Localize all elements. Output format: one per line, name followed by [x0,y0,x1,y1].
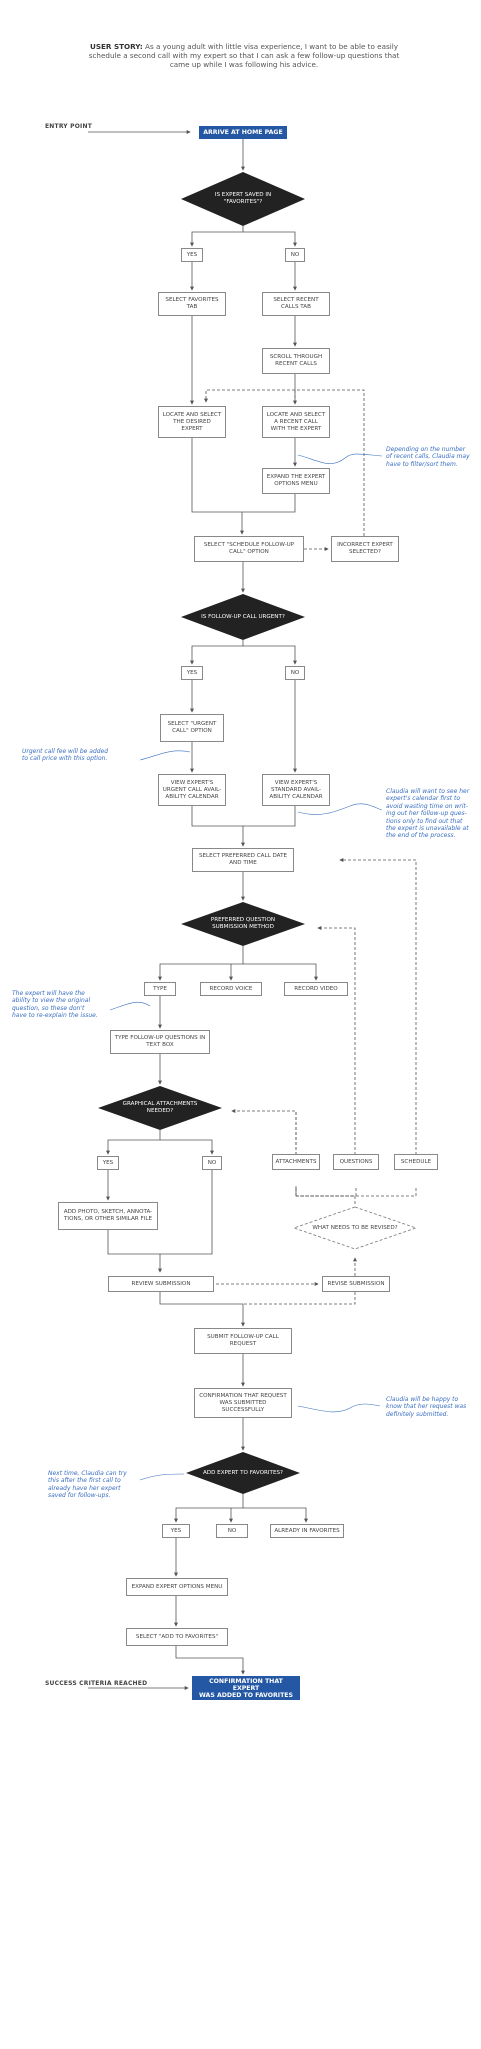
node-no-2: NO [285,666,305,680]
user-story-text: As a young adult with little visa experi… [88,42,400,69]
node-urgent-option: SELECT "URGENT CALL" OPTION [160,714,224,742]
note-original-question: The expert will have the ability to view… [12,990,98,1020]
decision-add-favorites-label: ADD EXPERT TO FAVORITES? [202,1469,284,1476]
node-attachments: ATTACHMENTS [272,1154,320,1170]
node-favorites-tab: SELECT FAVORITES TAB [158,292,226,316]
decision-expert-saved: IS EXPERT SAVED IN "FAVORITES"? [181,172,305,226]
decision-what-to-revise-label: WHAT NEEDS TO BE REVISED? [312,1224,398,1231]
note-calendar: Claudia will want to see her expert's ca… [386,788,470,840]
node-preferred-date: SELECT PREFERRED CALL DATE AND TIME [192,848,294,872]
decision-expert-saved-label: IS EXPERT SAVED IN "FAVORITES"? [214,192,272,205]
node-submit-request: SUBMIT FOLLOW-UP CALL REQUEST [194,1328,292,1354]
node-revise-submission: REVISE SUBMISSION [322,1276,390,1292]
node-confirm-favorites: CONFIRMATION THAT EXPERT WAS ADDED TO FA… [192,1676,300,1700]
node-add-to-favorites: SELECT "ADD TO FAVORITES" [126,1628,228,1646]
user-story-label: USER STORY: [90,42,143,51]
node-type: TYPE [144,982,176,996]
node-already-favorites: ALREADY IN FAVORITES [270,1524,344,1538]
node-locate-recent: LOCATE AND SELECT A RECENT CALL WITH THE… [262,406,330,438]
node-scroll-recent: SCROLL THROUGH RECENT CALLS [262,348,330,374]
node-questions: QUESTIONS [333,1154,379,1170]
node-yes-1: YES [181,248,203,262]
node-record-voice: RECORD VOICE [200,982,262,996]
note-happy: Claudia will be happy to know that her r… [386,1396,467,1418]
node-no-1: NO [285,248,305,262]
node-confirm-request: CONFIRMATION THAT REQUEST WAS SUBMITTED … [194,1388,292,1418]
node-urgent-calendar: VIEW EXPERT'S URGENT CALL AVAIL- ABILITY… [158,774,226,806]
node-no-3: NO [202,1156,222,1170]
node-yes-3: YES [97,1156,119,1170]
node-recent-calls-tab: SELECT RECENT CALLS TAB [262,292,330,316]
node-locate-desired: LOCATE AND SELECT THE DESIRED EXPERT [158,406,226,438]
decision-add-favorites: ADD EXPERT TO FAVORITES? [186,1452,300,1494]
node-add-photo: ADD PHOTO, SKETCH, ANNOTA- TIONS, OR OTH… [58,1202,158,1230]
node-incorrect-expert: INCORRECT EXPERT SELECTED? [331,536,399,562]
node-arrive-home: ARRIVE AT HOME PAGE [199,126,287,139]
note-urgent-fee: Urgent call fee will be added to call pr… [22,748,109,763]
user-story: USER STORY: As a young adult with little… [88,42,400,69]
success-criteria-label: SUCCESS CRITERIA REACHED [45,1680,148,1687]
node-type-questions: TYPE FOLLOW-UP QUESTIONS IN TEXT BOX [110,1030,210,1054]
decision-graphical-attachments: GRAPHICAL ATTACHMENTS NEEDED? [98,1086,222,1130]
node-record-video: RECORD VIDEO [284,982,348,996]
note-recent-calls: Depending on the number of recent calls,… [386,446,470,468]
node-expand-options: EXPAND THE EXPERT OPTIONS MENU [262,468,330,494]
decision-urgent-label: IS FOLLOW-UP CALL URGENT? [201,613,285,620]
decision-submission-method: PREFERRED QUESTION SUBMISSION METHOD [181,902,305,946]
decision-submission-method-label: PREFERRED QUESTION SUBMISSION METHOD [210,917,276,930]
node-review-submission: REVIEW SUBMISSION [108,1276,214,1292]
node-schedule: SCHEDULE [394,1154,438,1170]
decision-what-to-revise: WHAT NEEDS TO BE REVISED? [293,1206,417,1250]
node-schedule-option: SELECT "SCHEDULE FOLLOW-UP CALL" OPTION [194,536,304,562]
node-yes-4: YES [162,1524,190,1538]
note-next-time: Next time, Claudia can try this after th… [48,1470,127,1500]
entry-point-label: ENTRY POINT [45,123,92,130]
node-yes-2: YES [181,666,203,680]
decision-graphical-label: GRAPHICAL ATTACHMENTS NEEDED? [122,1101,198,1114]
node-no-4: NO [216,1524,248,1538]
decision-urgent: IS FOLLOW-UP CALL URGENT? [181,594,305,640]
node-expand-menu: EXPAND EXPERT OPTIONS MENU [126,1578,228,1596]
node-standard-calendar: VIEW EXPERT'S STANDARD AVAIL- ABILITY CA… [262,774,330,806]
